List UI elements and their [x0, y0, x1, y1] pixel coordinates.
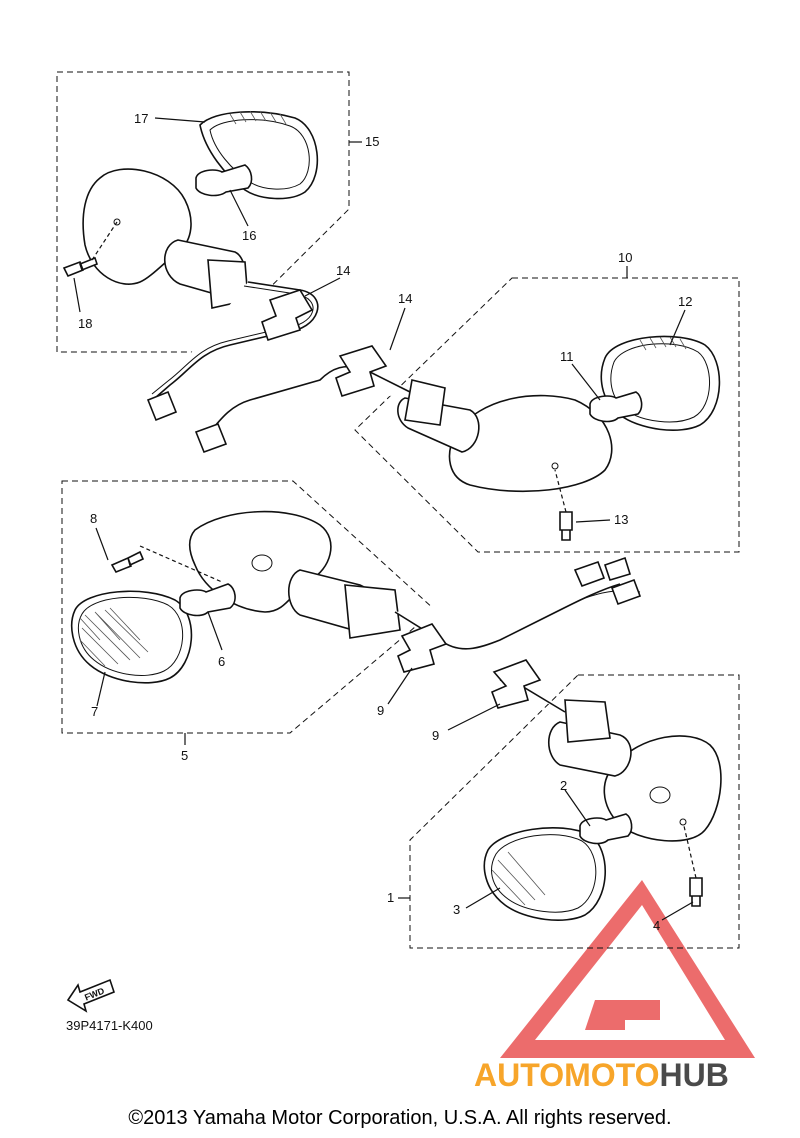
socket-1	[649, 786, 671, 804]
screw-8	[110, 550, 145, 574]
screw-4	[689, 877, 703, 907]
group-box-10	[354, 277, 740, 553]
screw-hole-1	[679, 818, 687, 826]
screw-hole-15	[113, 218, 121, 226]
group-box-1	[409, 674, 740, 949]
watermark-text-hub: HUB	[659, 1057, 728, 1093]
bulb-6	[179, 583, 236, 617]
callout-6: 6	[218, 654, 225, 669]
clamp-9b	[490, 659, 542, 709]
leader-lines	[73, 117, 694, 921]
callout-4: 4	[653, 918, 660, 933]
screw-8-guide	[139, 545, 223, 583]
lens-3	[483, 827, 607, 921]
callout-7: 7	[91, 704, 98, 719]
callout-14b: 14	[398, 291, 412, 306]
callout-16: 16	[242, 228, 256, 243]
callout-2: 2	[560, 778, 567, 793]
screw-13-guide	[554, 469, 567, 513]
callout-5: 5	[181, 748, 188, 763]
turn-signal-assembly-10	[194, 335, 721, 541]
lens-17-texture	[229, 110, 287, 125]
screw-18-guide	[91, 221, 118, 261]
lamp-grommet-10	[404, 379, 446, 426]
lens-12-texture	[639, 336, 687, 351]
bulb-2	[579, 813, 633, 845]
wire-10	[209, 365, 411, 433]
screw-18	[62, 256, 98, 278]
lens-3-texture	[491, 851, 546, 906]
clamp-14b	[335, 345, 388, 397]
callout-15: 15	[365, 134, 379, 149]
bulb-11	[589, 391, 643, 423]
lens-7	[70, 590, 193, 684]
callout-13: 13	[614, 512, 628, 527]
clamp-9a	[396, 623, 448, 673]
clamp-14a	[261, 289, 314, 341]
connector-15	[146, 390, 178, 422]
lens-7-inner	[78, 596, 183, 676]
callout-numbers: 17 15 16 18 14 14 10 12 11 13 8 6 7 5 9 …	[78, 111, 692, 933]
callout-9b: 9	[432, 728, 439, 743]
watermark-inner-shape	[585, 1000, 660, 1030]
screw-4-guide	[683, 825, 697, 879]
watermark-triangle-shape	[500, 880, 755, 1058]
lens-7-texture	[79, 607, 149, 667]
callout-18: 18	[78, 316, 92, 331]
forward-arrow-icon: FWD	[66, 978, 115, 1013]
turn-signal-assembly-15	[62, 110, 319, 422]
screw-13	[559, 511, 573, 541]
group-box-15	[56, 71, 350, 353]
lamp-housing-15	[82, 168, 192, 285]
callout-1: 1	[387, 890, 394, 905]
callout-11: 11	[560, 349, 574, 364]
turn-signal-assembly-1	[483, 659, 722, 921]
group-box-5	[61, 480, 436, 734]
bulb-16	[195, 164, 253, 197]
turn-signal-assembly-5	[70, 510, 642, 684]
callout-12: 12	[678, 294, 692, 309]
copyright-notice: ©2013 Yamaha Motor Corporation, U.S.A. A…	[128, 1107, 671, 1129]
watermark-text: AUTOMOTOHUB	[474, 1057, 729, 1093]
lamp-grommet-1	[564, 699, 611, 743]
watermark-text-automoto: AUTOMOTO	[474, 1057, 659, 1093]
callout-9a: 9	[377, 703, 384, 718]
lamp-housing-10	[448, 394, 613, 493]
screw-hole-10	[551, 462, 559, 470]
lamp-housing-1	[603, 735, 722, 842]
lens-3-inner	[491, 834, 597, 913]
wire-5	[394, 583, 621, 650]
socket-5	[251, 554, 273, 572]
callout-3: 3	[453, 902, 460, 917]
callout-17: 17	[134, 111, 148, 126]
lamp-grommet-5	[344, 584, 401, 639]
watermark-logo	[500, 880, 755, 1058]
callout-14a: 14	[336, 263, 350, 278]
connector-10	[194, 422, 228, 454]
drawing-code: 39P4171-K400	[66, 1018, 153, 1033]
connector-5	[573, 556, 642, 606]
callout-10: 10	[618, 250, 632, 265]
callout-8: 8	[90, 511, 97, 526]
